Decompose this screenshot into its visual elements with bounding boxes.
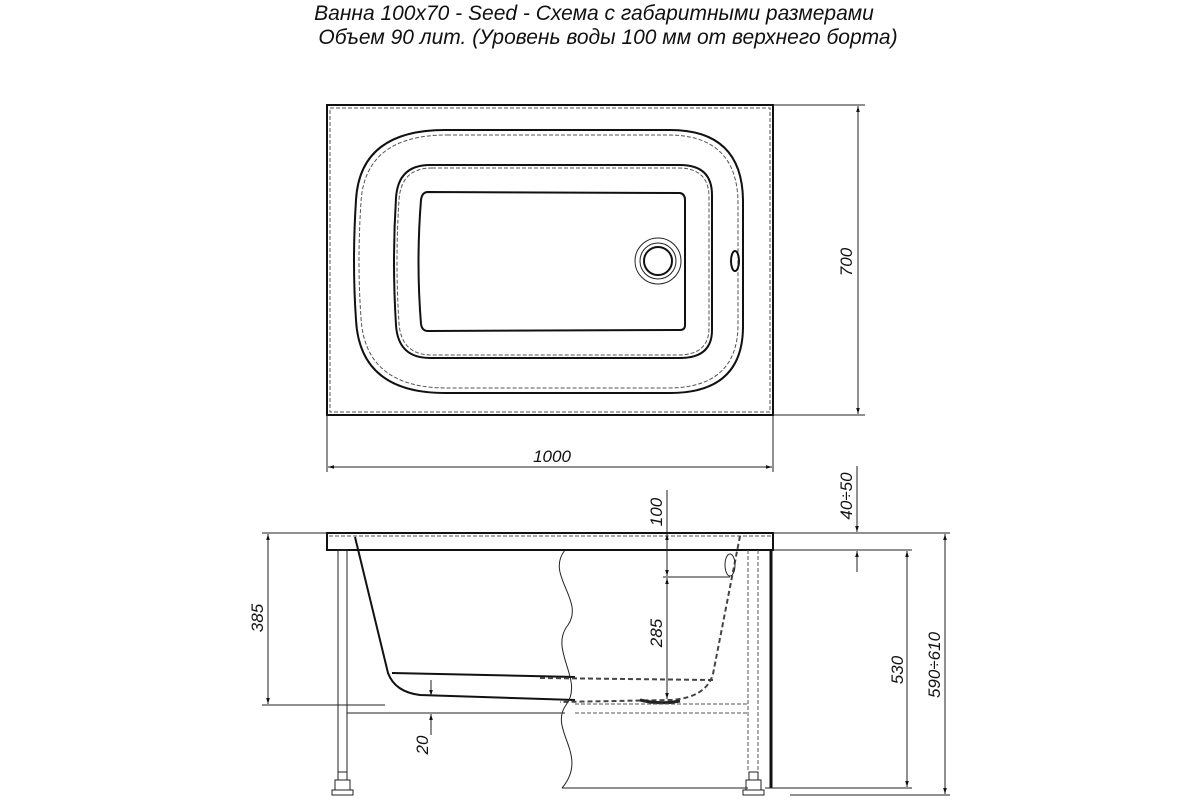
left-leg — [337, 549, 348, 773]
top-view: 700 1000 — [326, 104, 865, 472]
total-height-dimension: 590÷610 — [925, 631, 944, 698]
bowl-outer-rim — [353, 129, 744, 394]
bowl-profile-right — [559, 535, 741, 703]
bathtub-rim — [326, 532, 774, 551]
water-level-dimension: 100 — [647, 497, 666, 526]
bottom-gap-dimension: 20 — [413, 735, 432, 755]
bowl-inner — [393, 164, 713, 359]
frame-height-dimension: 530 — [888, 655, 907, 684]
width-dimension: 1000 — [533, 447, 571, 466]
break-line — [558, 549, 573, 789]
depth-dimension: 700 — [837, 247, 856, 276]
inner-depth-dimension: 285 — [647, 618, 666, 648]
drawing-subtitle: Объем 90 лит. (Уровень воды 100 мм от ве… — [318, 26, 898, 49]
side-depth-dimension: 385 — [248, 603, 267, 632]
side-view: 385 20 100 285 40÷50 530 590÷610 — [248, 466, 950, 796]
drain-icon — [634, 237, 682, 285]
rim-adjust-dimension: 40÷50 — [837, 472, 856, 520]
drawing-title: Ванна 100x70 - Seed - Схема с габаритным… — [314, 2, 874, 25]
overflow-icon — [730, 250, 740, 272]
bowl-profile-left — [354, 536, 576, 701]
bowl-bottom — [417, 190, 686, 333]
bathtub-outline — [326, 104, 774, 416]
